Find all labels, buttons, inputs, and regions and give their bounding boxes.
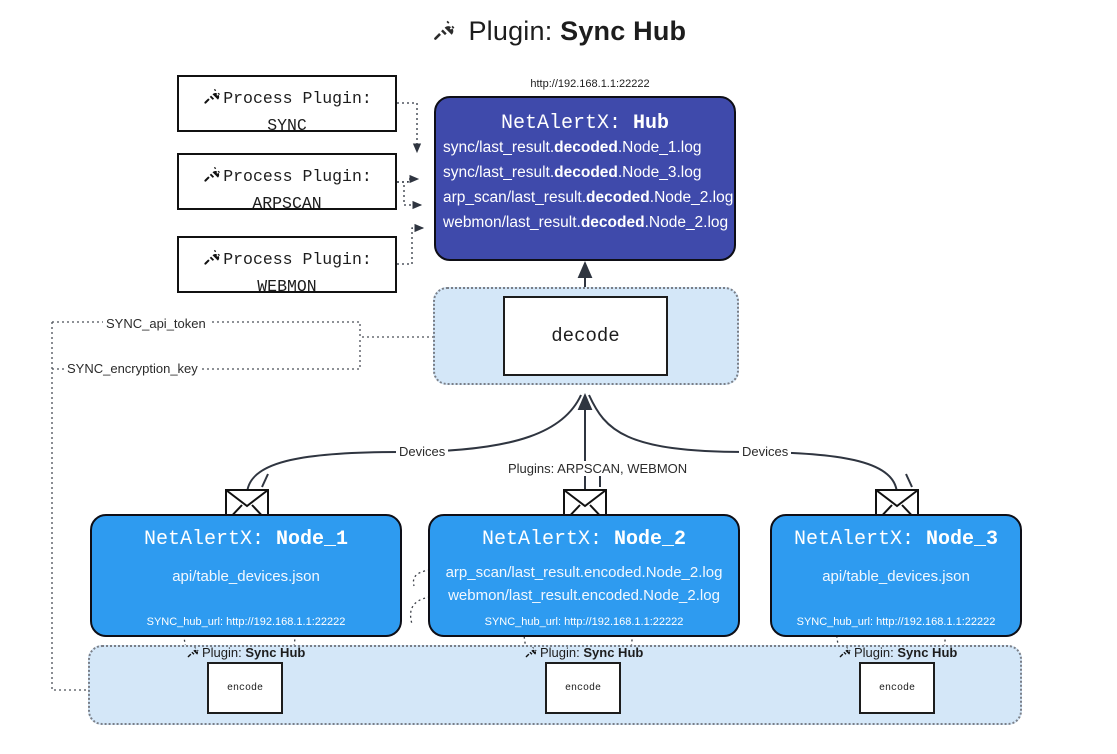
edge-label-devices-right: Devices [739, 444, 792, 459]
process-plugin-webmon-name: WEBMON [257, 276, 317, 296]
plug-icon [431, 17, 457, 50]
node-2-artifact: arp_scan/last_result.encoded.Node_2.log [445, 564, 723, 581]
hub-log-row: webmon/last_result.decoded.Node_2.log [443, 214, 729, 232]
node-2-artifact: webmon/last_result.encoded.Node_2.log [448, 587, 720, 605]
process-plugin-sync-name: SYNC [267, 115, 307, 135]
node-3[interactable]: NetAlertX: Node_3 api/table_devices.json… [770, 514, 1022, 637]
process-plugin-sync-title: Process Plugin: [223, 89, 372, 108]
process-plugin-webmon-title: Process Plugin: [223, 250, 372, 269]
node-1-title: NetAlertX: Node_1 [143, 528, 349, 551]
node-2-hub-url: SYNC_hub_url: http://192.168.1.1:22222 [484, 616, 684, 628]
page-title: Plugin: Sync Hub [0, 16, 1117, 50]
hub-log-row: sync/last_result.decoded.Node_1.log [443, 139, 702, 156]
plug-icon [202, 164, 222, 192]
process-plugin-arpscan-line1: Process Plugin: [179, 164, 395, 192]
encode-box-2[interactable]: encode [545, 662, 621, 714]
encode-label: encode [564, 682, 601, 694]
page-title-name: Sync Hub [560, 16, 687, 46]
encode-box-1[interactable]: encode [207, 662, 283, 714]
node-1-hub-url: SYNC_hub_url: http://192.168.1.1:22222 [146, 616, 346, 628]
process-plugin-arpscan-name: ARPSCAN [252, 193, 322, 213]
hub-title-name: Hub [633, 112, 670, 135]
node-1-artifact: api/table_devices.json [172, 568, 320, 585]
hub-log-row: arp_scan/last_result.decoded.Node_2.log [443, 189, 734, 207]
node-3-artifact: api/table_devices.json [822, 568, 970, 585]
page-title-prefix: Plugin: [468, 16, 553, 46]
secret-label-encryption-key: SYNC_encryption_key [64, 361, 201, 376]
process-plugin-sync-line1: Process Plugin: [179, 86, 395, 114]
encoder-1-label: Plugin: Sync Hub [186, 645, 305, 662]
process-plugin-arpscan-title: Process Plugin: [223, 167, 372, 186]
hub-url-label: http://192.168.1.1:22222 [530, 78, 650, 90]
encode-box-3[interactable]: encode [859, 662, 935, 714]
node-3-title: NetAlertX: Node_3 [793, 528, 999, 551]
node-1[interactable]: NetAlertX: Node_1 api/table_devices.json… [90, 514, 402, 637]
plug-icon [186, 645, 200, 662]
process-plugin-arpscan[interactable]: Process Plugin: ARPSCAN [177, 153, 397, 213]
edge-label-devices-left: Devices [396, 444, 449, 459]
plug-icon [202, 247, 222, 275]
decode-box[interactable]: decode [503, 296, 668, 376]
plug-icon [202, 86, 222, 114]
encode-label: encode [878, 682, 915, 694]
hub-title-prefix: NetAlertX: [500, 112, 621, 135]
plug-icon [838, 645, 852, 662]
hub-log-row: sync/last_result.decoded.Node_3.log [443, 164, 702, 182]
node-2[interactable]: NetAlertX: Node_2 arp_scan/last_result.e… [428, 514, 740, 637]
process-plugin-sync[interactable]: Process Plugin: SYNC [177, 75, 397, 135]
plug-icon [524, 645, 538, 662]
hub-node[interactable]: NetAlertX: Hub sync/last_result.decoded.… [434, 96, 736, 261]
process-plugin-webmon-line1: Process Plugin: [179, 247, 395, 275]
encode-label: encode [226, 682, 263, 694]
hub-title: NetAlertX: Hub [436, 112, 734, 135]
decode-label: decode [551, 325, 620, 347]
edge-label-plugins-center: Plugins: ARPSCAN, WEBMON [505, 461, 691, 476]
encoder-3-label: Plugin: Sync Hub [838, 645, 957, 662]
process-plugin-webmon[interactable]: Process Plugin: WEBMON [177, 236, 397, 296]
node-2-title: NetAlertX: Node_2 [481, 528, 687, 551]
encoder-2-label: Plugin: Sync Hub [524, 645, 643, 662]
secret-label-api-token: SYNC_api_token [103, 316, 209, 331]
node-3-hub-url: SYNC_hub_url: http://192.168.1.1:22222 [796, 616, 996, 628]
